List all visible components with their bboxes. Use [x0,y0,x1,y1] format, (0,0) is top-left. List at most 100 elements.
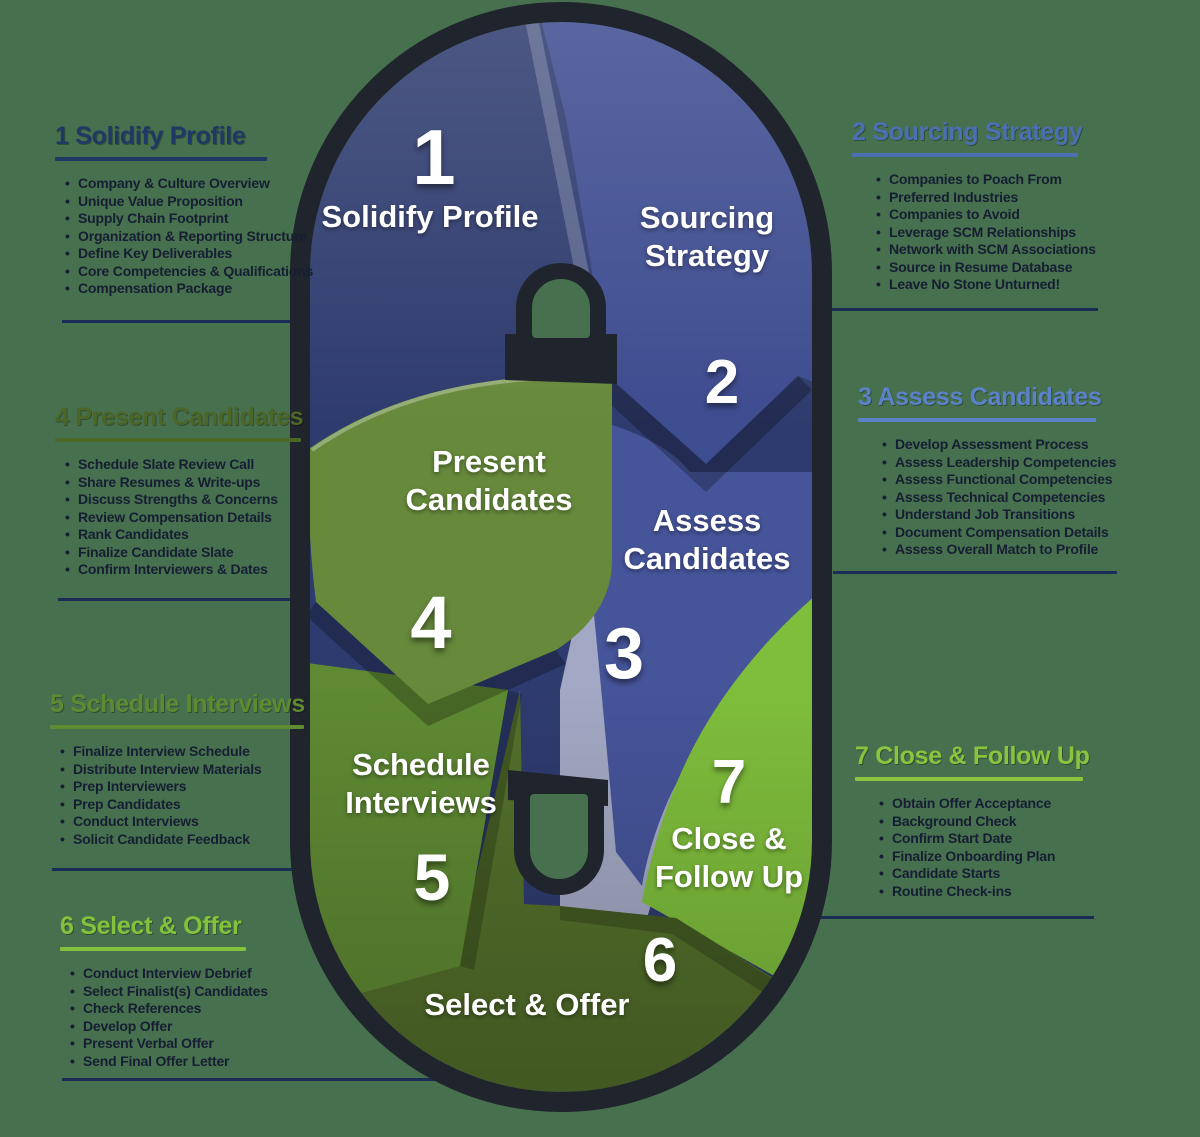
callout-rule [852,153,1078,157]
bullet-item: Preferred Industries [876,189,1098,207]
callout-title: 1 Solidify Profile [55,122,246,150]
bullet-item: Understand Job Transitions [882,506,1098,524]
bullet-item: Routine Check-ins [879,883,1095,901]
segment-2-label: Sourcing Strategy [639,200,775,273]
callout-present-candidates: 4 Present Candidates Schedule Slate Revi… [55,403,304,579]
callout-rule [858,418,1096,422]
bullet-item: Network with SCM Associations [876,241,1098,259]
callout-title: 2 Sourcing Strategy [852,118,1083,146]
bullet-item: Confirm Interviewers & Dates [65,561,303,579]
bullet-item: Conduct Interviews [60,813,306,831]
chain-hole-top [516,263,606,354]
segment-2-number: 2 [704,348,740,417]
bullet-item: Develop Assessment Process [882,436,1098,454]
segment-4-shape [310,375,612,704]
bullet-item: Assess Functional Competencies [882,471,1112,489]
leader-line-4 [58,598,326,601]
bullet-item: Document Compensation Details [882,524,1109,542]
callout-title: 7 Close & Follow Up [855,742,1090,770]
bullet-item: Share Resumes & Write-ups [65,474,303,492]
bullet-item: Prep Candidates [60,796,306,814]
bullet-item: Candidate Starts [879,865,1095,883]
callout-assess-candidates: 3 Assess Candidates Develop Assessment P… [858,383,1116,559]
callout-title: 6 Select & Offer [60,912,242,940]
bullet-item: Assess Technical Competencies [882,489,1105,507]
callout-rule [50,725,304,729]
callout-title: 5 Schedule Interviews [50,690,305,718]
bullet-item: Organization & Reporting Structure [65,228,307,246]
callout-sourcing-strategy: 2 Sourcing Strategy Companies to Poach F… [852,118,1098,294]
bullet-item: Leverage SCM Relationships [876,224,1098,242]
bullet-item: Select Finalist(s) Candidates [70,983,300,1001]
bullet-item: Leave No Stone Unturned! [876,276,1098,294]
leader-line-7 [812,916,1094,919]
segment-5-number: 5 [413,840,451,914]
segment-5-label: Schedule Interviews [345,747,497,820]
callout-solidify-profile: 1 Solidify Profile Company & Culture Ove… [55,122,313,298]
bullet-item: Schedule Slate Review Call [65,456,303,474]
callout-close-follow-up: 7 Close & Follow Up Obtain Offer Accepta… [855,742,1095,900]
bullet-item: Finalize Interview Schedule [60,743,306,761]
callout-rule [55,438,301,442]
bullet-item: Assess Leadership Competencies [882,454,1116,472]
callout-rule [60,947,246,951]
bullet-item: Background Check [879,813,1095,831]
callout-list: Companies to Poach From Preferred Indust… [852,171,1098,294]
bullet-item: Compensation Package [65,280,305,298]
callout-rule [55,157,267,161]
callout-list: Finalize Interview Schedule Distribute I… [50,743,306,848]
bullet-item: Core Competencies & Qualifications [65,263,313,281]
segment-4-number: 4 [410,581,452,664]
callout-rule [855,777,1083,781]
bullet-item: Prep Interviewers [60,778,306,796]
leader-line-5 [52,868,320,871]
bullet-item: Send Final Offer Letter [70,1053,300,1071]
segment-6-number: 6 [642,926,678,995]
bullet-item: Confirm Start Date [879,830,1095,848]
segment-7-label: Close & Follow Up [654,821,804,894]
callout-schedule-interviews: 5 Schedule Interviews Finalize Interview… [50,690,306,848]
bullet-item: Companies to Avoid [876,206,1098,224]
callout-title: 4 Present Candidates [55,403,304,431]
bullet-item: Solicit Candidate Feedback [60,831,306,849]
segment-1-number: 1 [412,113,456,201]
callout-list: Company & Culture Overview Unique Value … [55,175,313,298]
segment-7-number: 7 [711,748,747,817]
callout-select-offer: 6 Select & Offer Conduct Interview Debri… [60,912,300,1070]
bullet-item: Discuss Strengths & Concerns [65,491,303,509]
bullet-item: Rank Candidates [65,526,303,544]
callout-title: 3 Assess Candidates [858,383,1102,411]
bullet-item: Source in Resume Database [876,259,1098,277]
bullet-item: Obtain Offer Acceptance [879,795,1095,813]
segment-3-label: Assess Candidates [623,503,791,576]
chain-outline [290,2,832,1112]
bullet-item: Review Compensation Details [65,509,303,527]
bullet-item: Check References [70,1000,300,1018]
bullet-item: Company & Culture Overview [65,175,305,193]
callout-list: Conduct Interview Debrief Select Finalis… [60,965,300,1070]
bullet-item: Present Verbal Offer [70,1035,300,1053]
bullet-item: Unique Value Proposition [65,193,305,211]
callout-list: Obtain Offer Acceptance Background Check… [855,795,1095,900]
bullet-item: Define Key Deliverables [65,245,305,263]
leader-line-6 [62,1078,442,1081]
segment-6-label: Select & Offer [424,987,630,1022]
bullet-item: Supply Chain Footprint [65,210,305,228]
segment-1-label: Solidify Profile [321,199,539,234]
segment-3-number: 3 [603,614,645,694]
leader-line-2 [820,308,1098,311]
callout-list: Develop Assessment Process Assess Leader… [858,436,1116,559]
chain-hole-bottom [514,778,604,895]
leader-line-3 [833,571,1117,574]
bullet-item: Conduct Interview Debrief [70,965,300,983]
bullet-item: Companies to Poach From [876,171,1098,189]
segment-4-label: Present Candidates [405,444,573,517]
bullet-item: Develop Offer [70,1018,300,1036]
bullet-item: Finalize Candidate Slate [65,544,303,562]
bullet-item: Distribute Interview Materials [60,761,306,779]
bullet-item: Finalize Onboarding Plan [879,848,1095,866]
leader-line-1 [62,320,320,323]
callout-list: Schedule Slate Review Call Share Resumes… [55,456,303,579]
